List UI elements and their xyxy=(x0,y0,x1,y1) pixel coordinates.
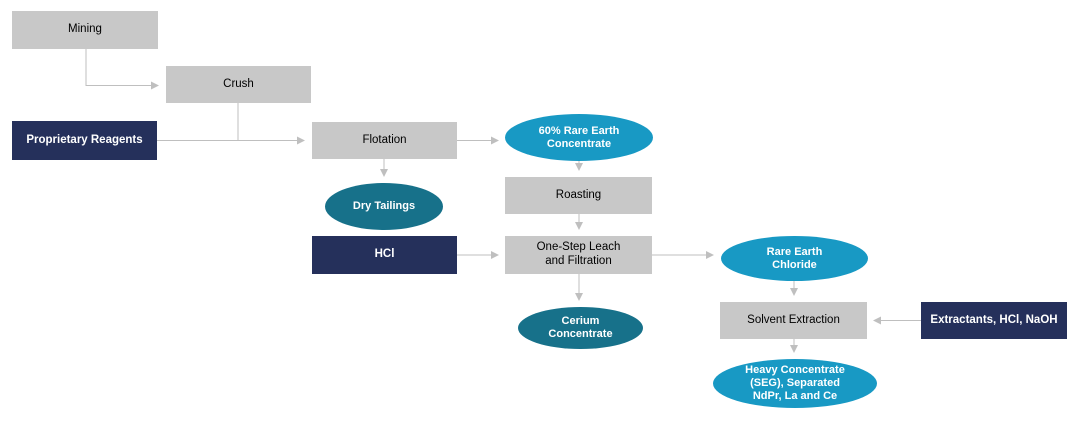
node-dry-tailings-label: Dry Tailings xyxy=(352,200,416,213)
node-rare-earth-concentrate: 60% Rare Earth Concentrate xyxy=(505,114,653,161)
node-dry-tailings: Dry Tailings xyxy=(325,183,443,230)
node-flotation: Flotation xyxy=(312,122,457,159)
node-heavy-concentrate-label: Heavy Concentrate (SEG), Separated NdPr,… xyxy=(745,364,845,402)
node-extractants-label: Extractants, HCl, NaOH xyxy=(930,313,1058,326)
node-rare-earth-concentrate-label: 60% Rare Earth Concentrate xyxy=(538,124,620,150)
node-flotation-label: Flotation xyxy=(362,133,407,146)
node-solvent-extraction-label: Solvent Extraction xyxy=(747,313,840,326)
node-crush: Crush xyxy=(166,66,311,103)
node-leach-label: One-Step Leach and Filtration xyxy=(536,241,621,267)
node-heavy-concentrate: Heavy Concentrate (SEG), Separated NdPr,… xyxy=(713,359,877,408)
node-hcl: HCl xyxy=(312,236,457,274)
node-solvent-extraction: Solvent Extraction xyxy=(720,302,867,339)
node-mining: Mining xyxy=(12,11,158,49)
node-proprietary-reagents: Proprietary Reagents xyxy=(12,121,157,160)
node-rare-earth-chloride-label: Rare Earth Chloride xyxy=(766,245,823,271)
node-cerium-concentrate: Cerium Concentrate xyxy=(518,307,643,349)
node-extractants: Extractants, HCl, NaOH xyxy=(921,302,1067,339)
node-hcl-label: HCl xyxy=(374,248,395,261)
node-roasting: Roasting xyxy=(505,177,652,214)
node-cerium-concentrate-label: Cerium Concentrate xyxy=(548,315,613,340)
node-mining-label: Mining xyxy=(68,23,102,36)
node-rare-earth-chloride: Rare Earth Chloride xyxy=(721,236,868,281)
node-leach: One-Step Leach and Filtration xyxy=(505,236,652,274)
connector-mining-crush xyxy=(85,49,159,90)
node-proprietary-reagents-label: Proprietary Reagents xyxy=(26,133,143,146)
node-roasting-label: Roasting xyxy=(555,188,602,201)
node-crush-label: Crush xyxy=(223,77,254,90)
